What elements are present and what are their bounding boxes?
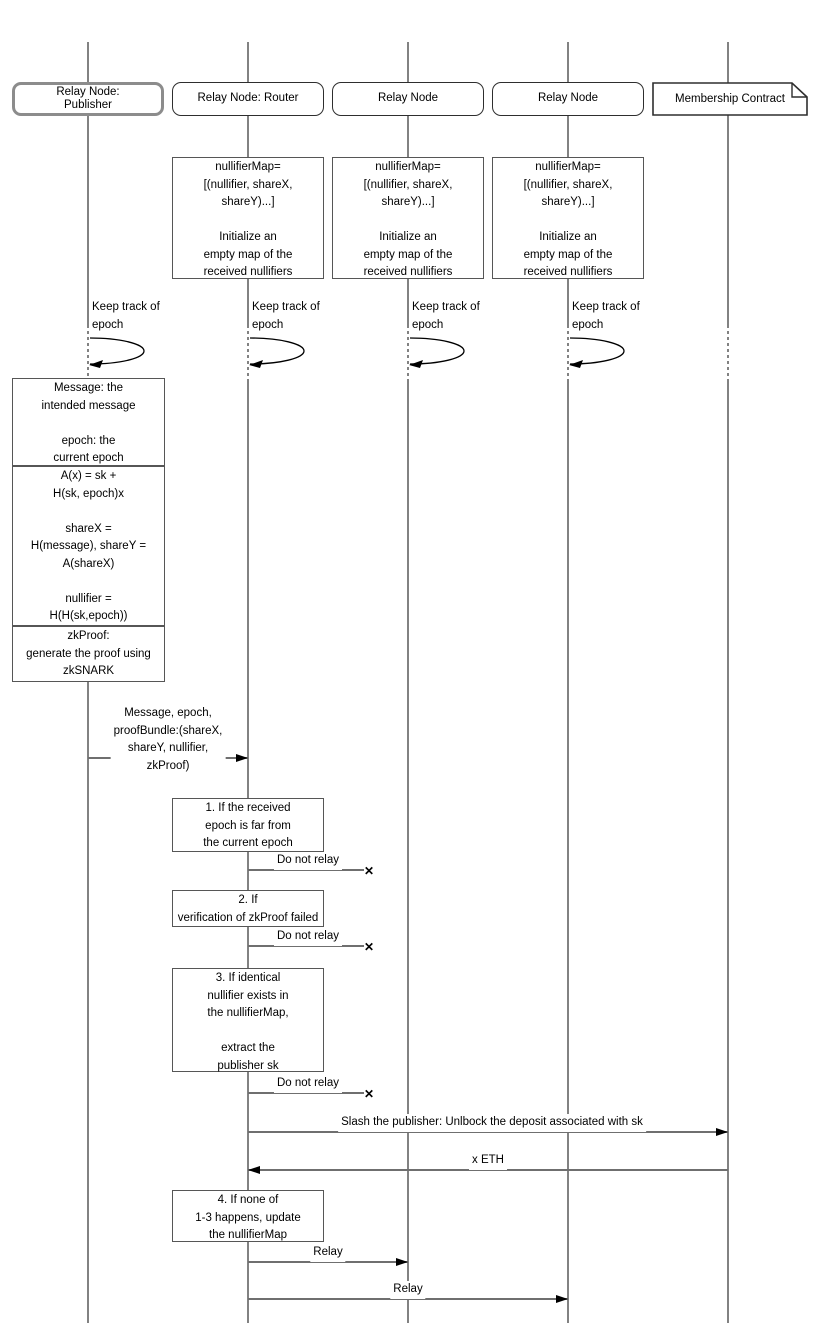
note-step4: 4. If none of 1-3 happens, update the nu… <box>172 1190 324 1242</box>
arrowhead-left-icon <box>248 1166 260 1174</box>
note-nullifier-map-node-1: nullifierMap= [(nullifier, shareX, share… <box>332 157 484 279</box>
self-loop-arrow-icon <box>89 337 145 368</box>
lifeline-publisher-dashed <box>87 325 89 381</box>
participant-membership-contract: Membership Contract <box>652 82 808 116</box>
arrowhead-right-icon <box>396 1258 408 1266</box>
participant-relay-node-1: Relay Node <box>332 82 484 116</box>
note-zkproof: zkProof: generate the proof using zkSNAR… <box>12 626 165 682</box>
note-share-formulas: A(x) = sk + H(sk, epoch)x shareX = H(mes… <box>12 466 165 626</box>
message-do-not-relay-1-line <box>248 869 364 871</box>
message-eth-label: x ETH <box>469 1152 507 1170</box>
participant-relay-node-2: Relay Node <box>492 82 644 116</box>
self-loop-arrow-icon <box>569 337 625 368</box>
message-do-not-relay-2-line <box>248 945 364 947</box>
arrowhead-right-icon <box>236 754 248 762</box>
message-publish-label: Message, epoch, proofBundle:(shareX, sha… <box>110 705 226 775</box>
note-shape-icon <box>652 82 808 116</box>
note-nullifier-map-node-2: nullifierMap= [(nullifier, shareX, share… <box>492 157 644 279</box>
lost-message-x-icon: ✕ <box>364 864 375 878</box>
lifeline-relay-node-1-dashed <box>407 325 409 381</box>
lifeline-publisher <box>87 42 89 325</box>
self-loop-label-node-2: Keep track of epoch <box>572 301 640 331</box>
lost-message-x-icon: ✕ <box>364 940 375 954</box>
lifeline-router-dashed <box>247 325 249 381</box>
lifeline-membership-contract <box>727 381 729 1323</box>
lifeline-relay-node-2 <box>567 381 569 1323</box>
lifeline-membership-contract-dashed <box>727 325 729 381</box>
message-slash-line <box>248 1131 728 1133</box>
message-eth-line <box>248 1169 728 1171</box>
self-loop-label-router: Keep track of epoch <box>252 301 320 331</box>
message-relay-2-label: Relay <box>390 1281 426 1299</box>
lost-message-x-icon: ✕ <box>364 1087 375 1101</box>
participant-label: Membership Contract <box>675 93 785 105</box>
note-step2: 2. If verification of zkProof failed <box>172 890 324 927</box>
self-loop-label-node-1: Keep track of epoch <box>412 301 480 331</box>
message-do-not-relay-3-line <box>248 1092 364 1094</box>
lifeline-relay-node-1 <box>407 381 409 1323</box>
note-nullifier-map-router: nullifierMap= [(nullifier, shareX, share… <box>172 157 324 279</box>
note-message-epoch: Message: the intended message epoch: the… <box>12 378 165 466</box>
arrowhead-right-icon <box>556 1295 568 1303</box>
message-do-not-relay-3-label: Do not relay <box>273 1075 343 1093</box>
participant-relay-router: Relay Node: Router <box>172 82 324 116</box>
lifeline-router <box>247 381 249 1323</box>
lifeline-membership-contract <box>727 42 729 325</box>
lifeline-relay-node-2-dashed <box>567 325 569 381</box>
note-step1: 1. If the received epoch is far from the… <box>172 798 324 852</box>
arrowhead-right-icon <box>716 1128 728 1136</box>
message-relay-1-line <box>248 1261 408 1263</box>
participant-relay-publisher: Relay Node: Publisher <box>12 82 164 116</box>
message-do-not-relay-1-label: Do not relay <box>273 852 343 870</box>
self-loop-arrow-icon <box>249 337 305 368</box>
lifeline-publisher <box>87 381 89 1323</box>
self-loop-arrow-icon <box>409 337 465 368</box>
message-relay-2-line <box>248 1298 568 1300</box>
message-relay-1-label: Relay <box>310 1244 346 1262</box>
note-step3: 3. If identical nullifier exists in the … <box>172 968 324 1072</box>
message-do-not-relay-2-label: Do not relay <box>273 928 343 946</box>
message-slash-label: Slash the publisher: Unlbock the deposit… <box>338 1114 646 1132</box>
self-loop-label-publisher: Keep track of epoch <box>92 301 160 331</box>
